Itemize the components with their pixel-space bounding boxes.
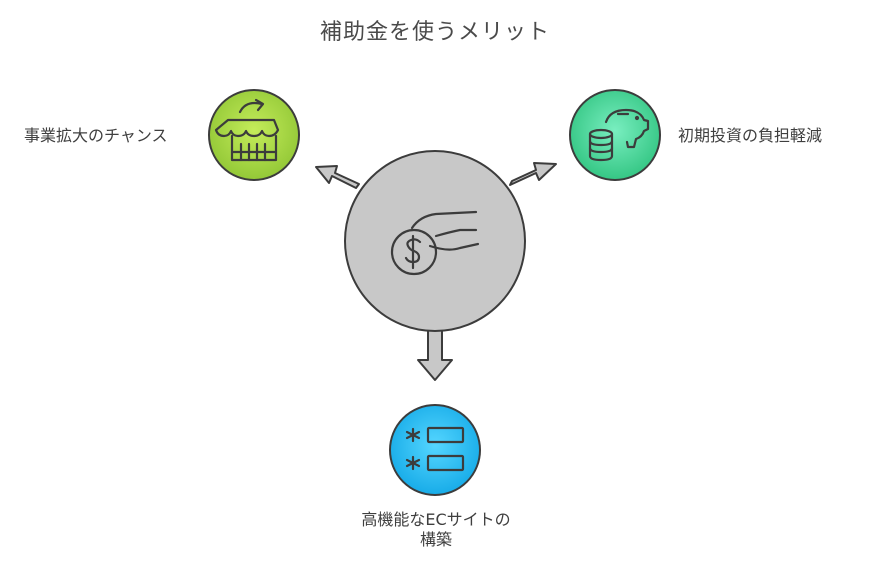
hub-circle — [344, 150, 526, 332]
arrow-to-bottom — [417, 327, 453, 381]
asterisk-list-icon — [405, 426, 465, 472]
node-bottom-label: 高機能なECサイトの 構築 — [300, 510, 572, 550]
node-right-label: 初期投資の負担軽減 — [678, 126, 823, 145]
diagram-title: 補助金を使うメリット — [319, 20, 550, 45]
arrow-to-left — [315, 165, 360, 189]
hand-coin-icon — [390, 210, 480, 276]
piggy-bank-coins-icon — [588, 108, 650, 162]
node-left-label: 事業拡大のチャンス — [24, 126, 168, 145]
node-bottom-label-line2: 構築 — [419, 530, 452, 549]
node-bottom-circle — [389, 404, 481, 496]
node-right-circle — [569, 89, 661, 181]
node-bottom-label-line1: 高機能なECサイトの — [361, 510, 511, 529]
arrow-to-right — [509, 162, 557, 186]
storefront-icon — [214, 98, 280, 162]
